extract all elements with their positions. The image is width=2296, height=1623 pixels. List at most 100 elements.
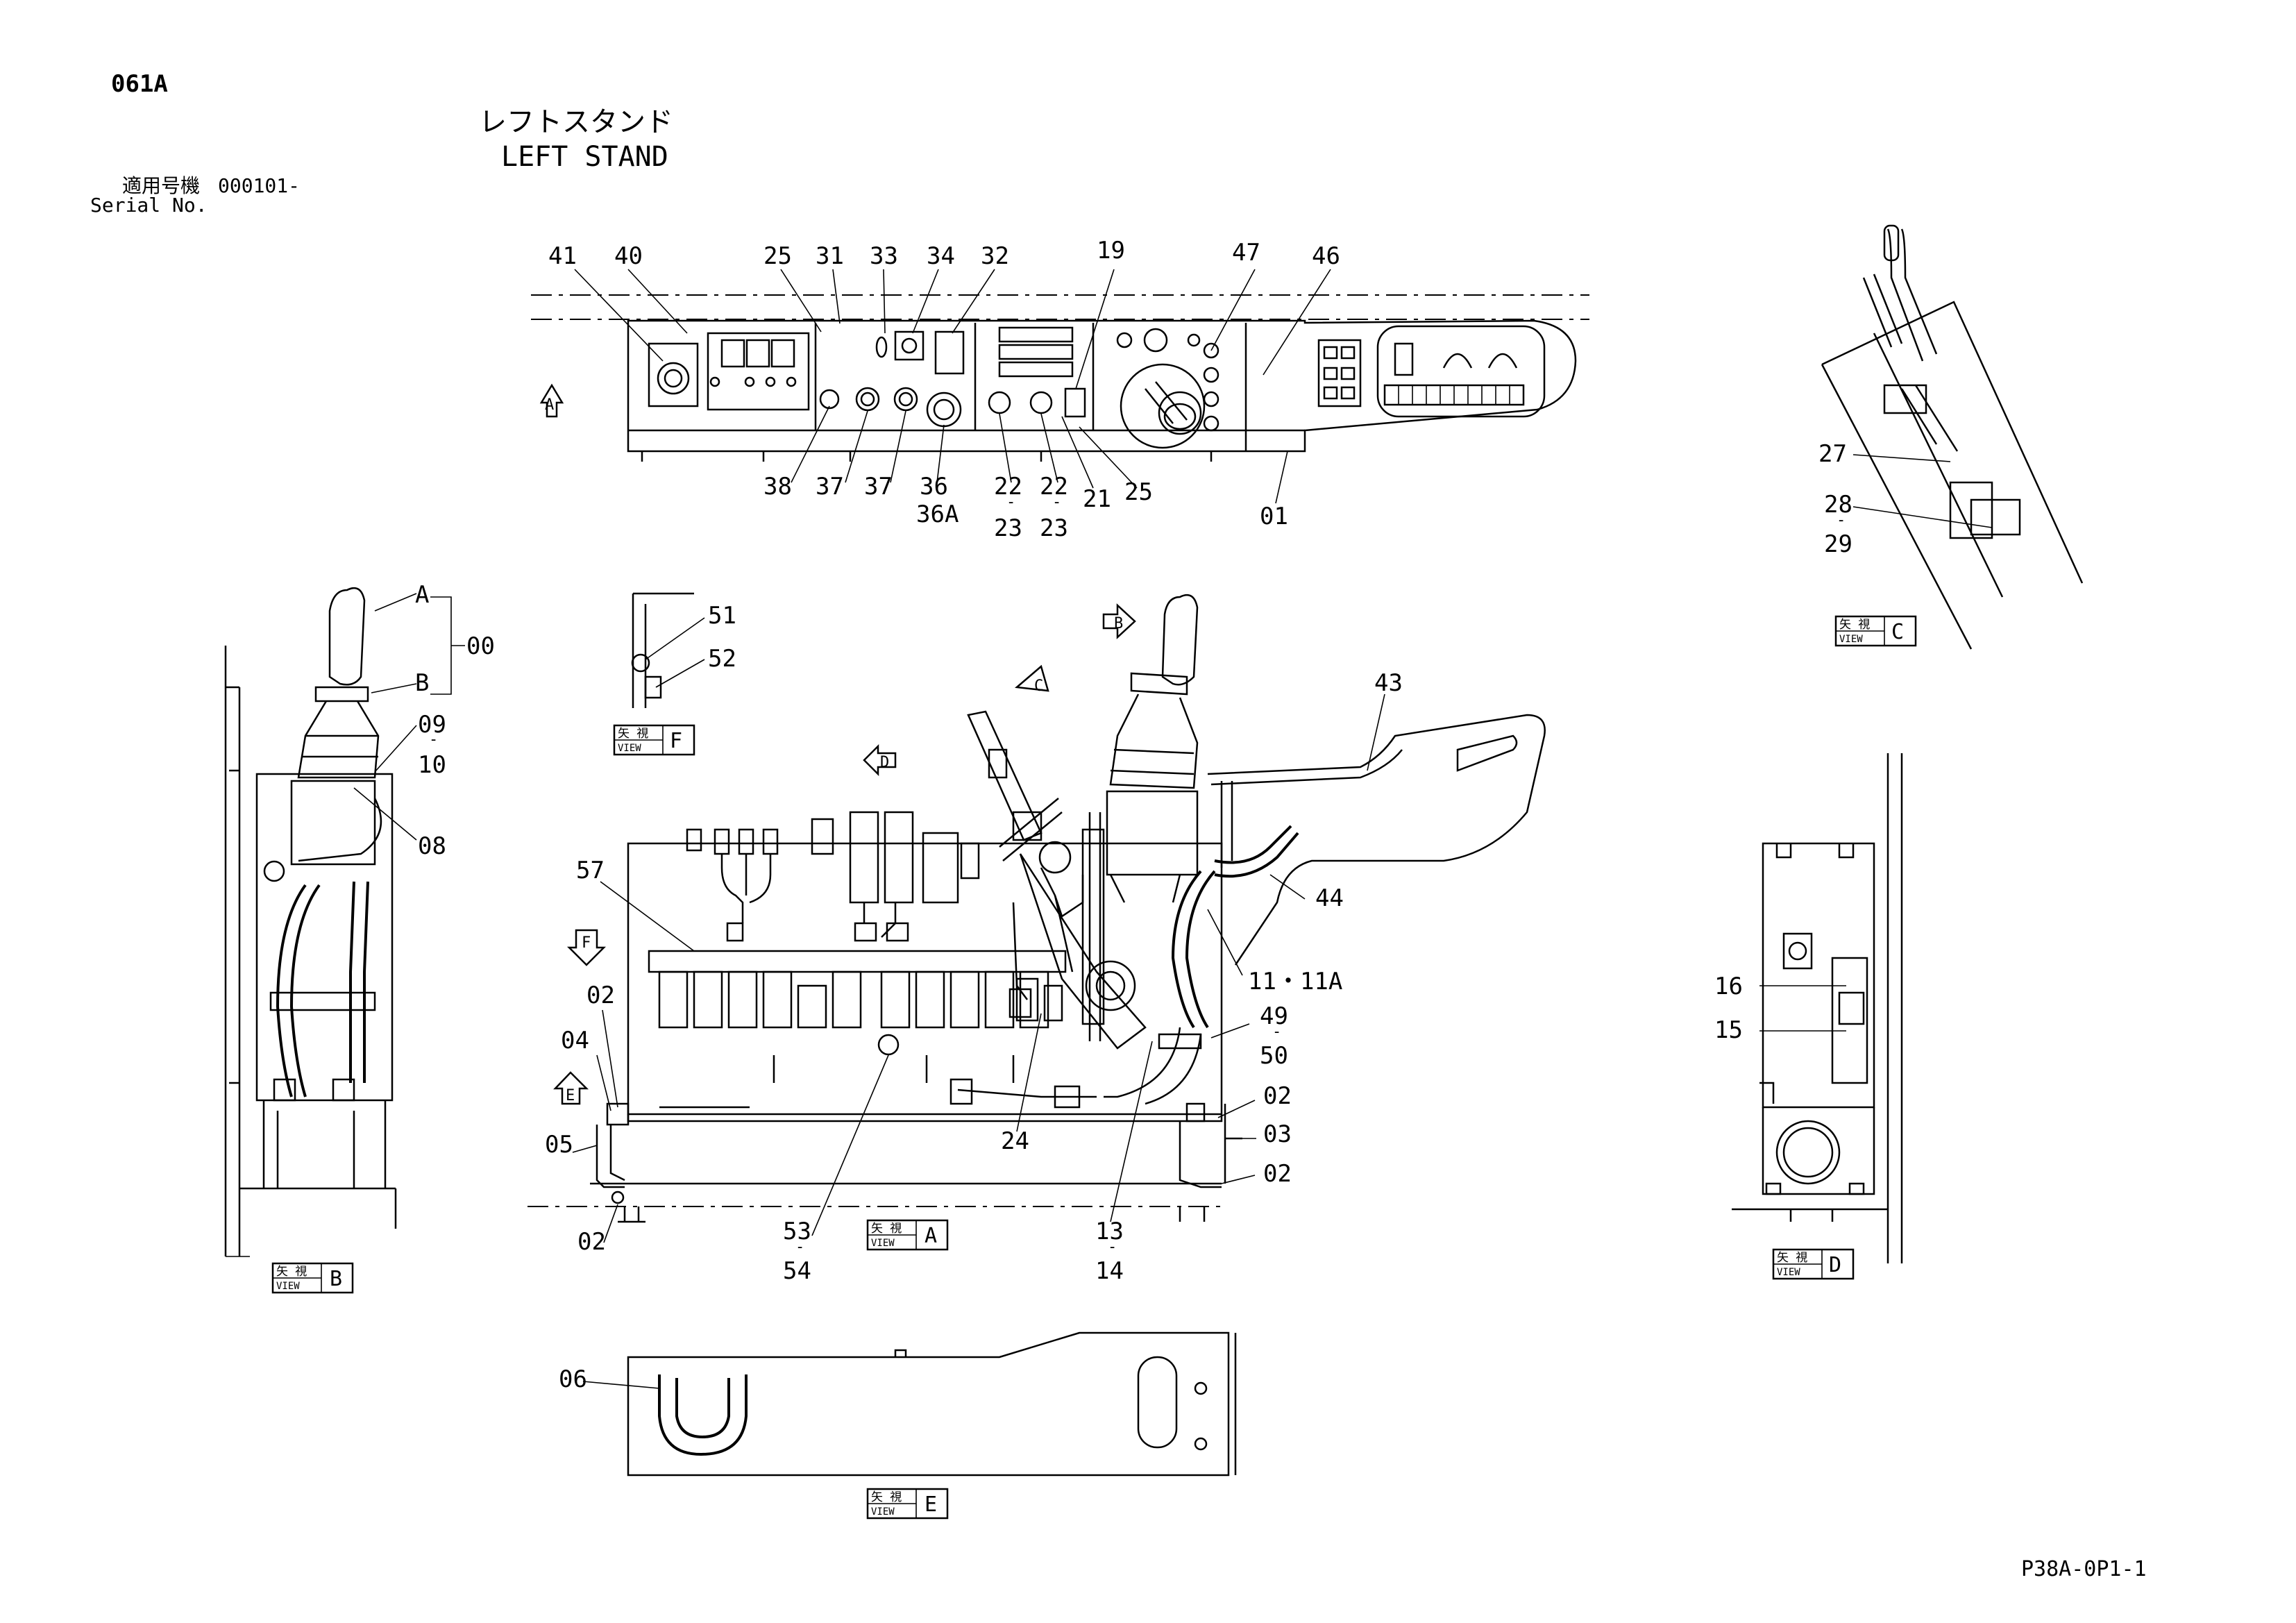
callout-41: 41	[548, 242, 577, 270]
svg-text:VIEW: VIEW	[871, 1506, 895, 1517]
drawing-id: P38A-0P1-1	[2021, 1557, 2147, 1581]
svg-text:-: -	[1006, 494, 1015, 511]
svg-text:A: A	[545, 396, 554, 414]
callout-05: 05	[545, 1131, 573, 1159]
callout-04: 04	[561, 1027, 589, 1054]
view-marker-f: 矢 視 VIEW F	[613, 724, 695, 756]
callout-21: 21	[1083, 485, 1111, 513]
view-d: 16 15	[1714, 753, 1903, 1263]
serial-label-en: Serial No.	[90, 194, 208, 217]
svg-text:-: -	[1272, 1023, 1281, 1041]
callout-16: 16	[1714, 973, 1743, 1000]
callout-57: 57	[576, 857, 605, 884]
svg-text:-: -	[1052, 494, 1061, 511]
title-en: LEFT STAND	[501, 141, 668, 173]
view-arrow-c	[1015, 664, 1049, 692]
callout-27: 27	[1818, 440, 1847, 468]
callout-32: 32	[981, 242, 1009, 270]
svg-text:-: -	[1837, 512, 1846, 529]
view-b-letter: B	[330, 1267, 342, 1291]
view-c: 27 28 - 29	[1818, 224, 2084, 650]
svg-text:C: C	[1034, 678, 1043, 695]
view-arrow-d	[863, 743, 897, 777]
callout-11-11a: 11・11A	[1248, 968, 1342, 995]
view-marker-b: 矢 視 VIEW B	[271, 1262, 354, 1294]
callout-38: 38	[763, 473, 792, 501]
callout-34: 34	[927, 242, 955, 270]
svg-text:-: -	[1108, 1238, 1117, 1256]
callout-43: 43	[1374, 669, 1403, 697]
callout-29: 29	[1824, 530, 1852, 558]
svg-text:-: -	[429, 731, 438, 748]
callout-54: 54	[783, 1257, 811, 1285]
svg-text:矢 視: 矢 視	[871, 1490, 902, 1504]
view-arrow-e	[553, 1071, 589, 1105]
callout-10: 10	[418, 751, 446, 779]
callout-37a: 37	[816, 473, 844, 501]
callout-37b: 37	[864, 473, 893, 501]
callout-b-label: B	[415, 669, 429, 697]
callout-19: 19	[1097, 237, 1125, 264]
svg-text:VIEW: VIEW	[871, 1238, 895, 1249]
callout-44: 44	[1315, 884, 1344, 912]
callout-06: 06	[559, 1365, 587, 1393]
callout-40: 40	[614, 242, 643, 270]
view-arrow-f	[566, 929, 607, 966]
serial-label-jp: 適用号機	[122, 174, 201, 197]
svg-text:矢 視: 矢 視	[871, 1222, 902, 1236]
callout-51: 51	[708, 602, 736, 630]
page-code: 061A	[111, 70, 168, 98]
view-marker-e: 矢 視 VIEW E	[866, 1488, 949, 1520]
callout-31: 31	[816, 242, 844, 270]
view-marker-c: 矢 視 VIEW C	[1834, 615, 1917, 647]
view-e: 06	[559, 1331, 1237, 1477]
callout-02-c: 02	[1263, 1082, 1292, 1110]
top-panel-view: 41 40 25 31 33 34 32 19 47 46 38 37 37 3…	[531, 237, 1589, 542]
title-jp: レフトスタンド	[479, 106, 673, 138]
callout-47: 47	[1232, 239, 1260, 267]
callout-02-a: 02	[586, 982, 615, 1009]
callout-53: 53	[783, 1218, 811, 1245]
svg-text:矢 視: 矢 視	[618, 727, 648, 741]
callout-36: 36	[920, 473, 948, 501]
serial-from: 000101-	[218, 174, 301, 197]
callout-46: 46	[1312, 242, 1340, 270]
callout-08: 08	[418, 832, 446, 860]
callout-36a: 36A	[916, 501, 959, 528]
svg-text:VIEW: VIEW	[1777, 1267, 1800, 1278]
callout-22b: 22	[1040, 473, 1068, 501]
callout-25-top: 25	[763, 242, 792, 270]
view-arrow-a	[539, 383, 564, 418]
svg-text:D: D	[880, 754, 889, 771]
callout-25-bottom: 25	[1124, 478, 1153, 506]
callout-33: 33	[870, 242, 898, 270]
svg-text:VIEW: VIEW	[276, 1281, 300, 1292]
view-arrow-b	[1102, 603, 1136, 639]
view-a-main: B C D F E 57 02 04 05 02 53 - 54 24 13 -	[527, 594, 1546, 1285]
callout-14: 14	[1095, 1257, 1124, 1285]
svg-text:-: -	[795, 1238, 804, 1256]
callout-02-d: 02	[1263, 1160, 1292, 1188]
svg-text:矢 視: 矢 視	[1839, 618, 1870, 632]
callout-28: 28	[1824, 491, 1852, 519]
svg-text:VIEW: VIEW	[1839, 634, 1863, 645]
svg-text:E: E	[566, 1087, 575, 1104]
view-c-letter: C	[1891, 620, 1904, 644]
callout-49: 49	[1260, 1002, 1288, 1030]
view-d-letter: D	[1829, 1253, 1841, 1277]
callout-24: 24	[1001, 1127, 1029, 1155]
callout-50: 50	[1260, 1042, 1288, 1070]
view-marker-d: 矢 視 VIEW D	[1772, 1248, 1855, 1280]
callout-02-b: 02	[577, 1228, 606, 1256]
callout-13: 13	[1095, 1218, 1124, 1245]
callout-52: 52	[708, 645, 736, 673]
callout-23a: 23	[994, 514, 1022, 542]
callout-09: 09	[418, 711, 446, 739]
view-a-letter: A	[925, 1224, 937, 1248]
svg-text:矢 視: 矢 視	[276, 1265, 307, 1279]
callout-23b: 23	[1040, 514, 1068, 542]
view-e-letter: E	[925, 1492, 937, 1517]
view-f: 51 52	[631, 592, 736, 708]
view-f-letter: F	[670, 729, 682, 753]
